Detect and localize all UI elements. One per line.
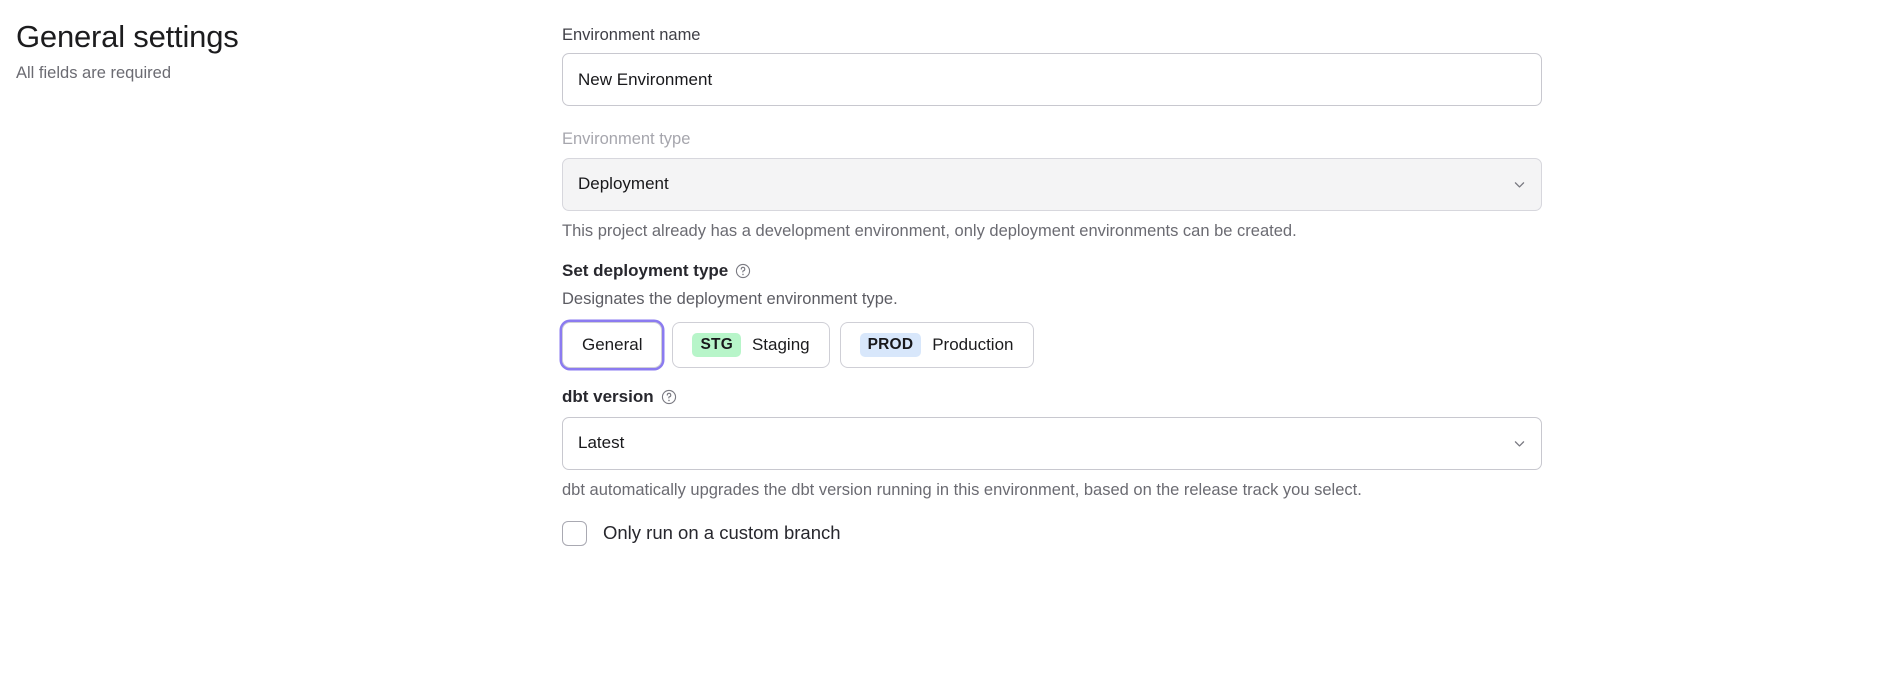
environment-name-label: Environment name [562, 26, 701, 44]
environment-type-value: Deployment [578, 174, 669, 194]
production-badge: PROD [859, 332, 922, 357]
environment-name-field-group: Environment name New Environment [562, 25, 1542, 107]
custom-branch-checkbox[interactable] [562, 521, 587, 547]
custom-branch-row: Only run on a custom branch [562, 521, 1542, 547]
deployment-type-option-production[interactable]: PROD Production [839, 321, 1034, 368]
deployment-type-field-group: Set deployment type Designates the deplo… [562, 260, 1542, 368]
dbt-version-field-group: dbt version Latest dbt automatically upg… [562, 386, 1542, 501]
environment-type-select[interactable]: Deployment [562, 157, 1542, 211]
question-circle-icon[interactable] [661, 389, 677, 405]
page-title: General settings [16, 19, 239, 54]
environment-type-field-group: Environment type Deployment This project… [562, 129, 1542, 242]
settings-form: Environment name New Environment Environ… [562, 25, 1542, 547]
deployment-type-option-production-label: Production [932, 335, 1014, 355]
deployment-type-option-general[interactable]: General [562, 321, 663, 368]
chevron-down-icon [1514, 182, 1525, 188]
settings-section-header: General settings All fields are required [16, 18, 536, 84]
dbt-version-value: Latest [578, 433, 625, 453]
environment-name-input[interactable]: New Environment [562, 53, 1542, 107]
deployment-type-heading: Set deployment type [562, 260, 1542, 282]
chevron-down-icon [1514, 440, 1525, 447]
deployment-type-label: Set deployment type [562, 261, 729, 281]
environment-type-label: Environment type [562, 130, 691, 149]
deployment-type-options: General STG Staging PROD Production [562, 321, 1542, 368]
environment-type-helper-text: This project already has a development e… [562, 221, 1297, 240]
deployment-type-description: Designates the deployment environment ty… [562, 290, 898, 309]
custom-branch-label: Only run on a custom branch [603, 522, 841, 544]
dbt-version-select[interactable]: Latest [562, 416, 1542, 470]
dbt-version-helper-text: dbt automatically upgrades the dbt versi… [562, 480, 1362, 499]
page-subtitle: All fields are required [16, 63, 171, 82]
question-circle-icon[interactable] [735, 263, 751, 279]
dbt-version-heading: dbt version [562, 386, 1542, 408]
dbt-version-label: dbt version [562, 386, 654, 406]
staging-badge: STG [692, 332, 741, 357]
environment-name-value: New Environment [578, 69, 713, 89]
deployment-type-option-staging[interactable]: STG Staging [672, 321, 830, 368]
deployment-type-option-general-label: General [582, 335, 643, 355]
deployment-type-option-staging-label: Staging [751, 335, 810, 355]
